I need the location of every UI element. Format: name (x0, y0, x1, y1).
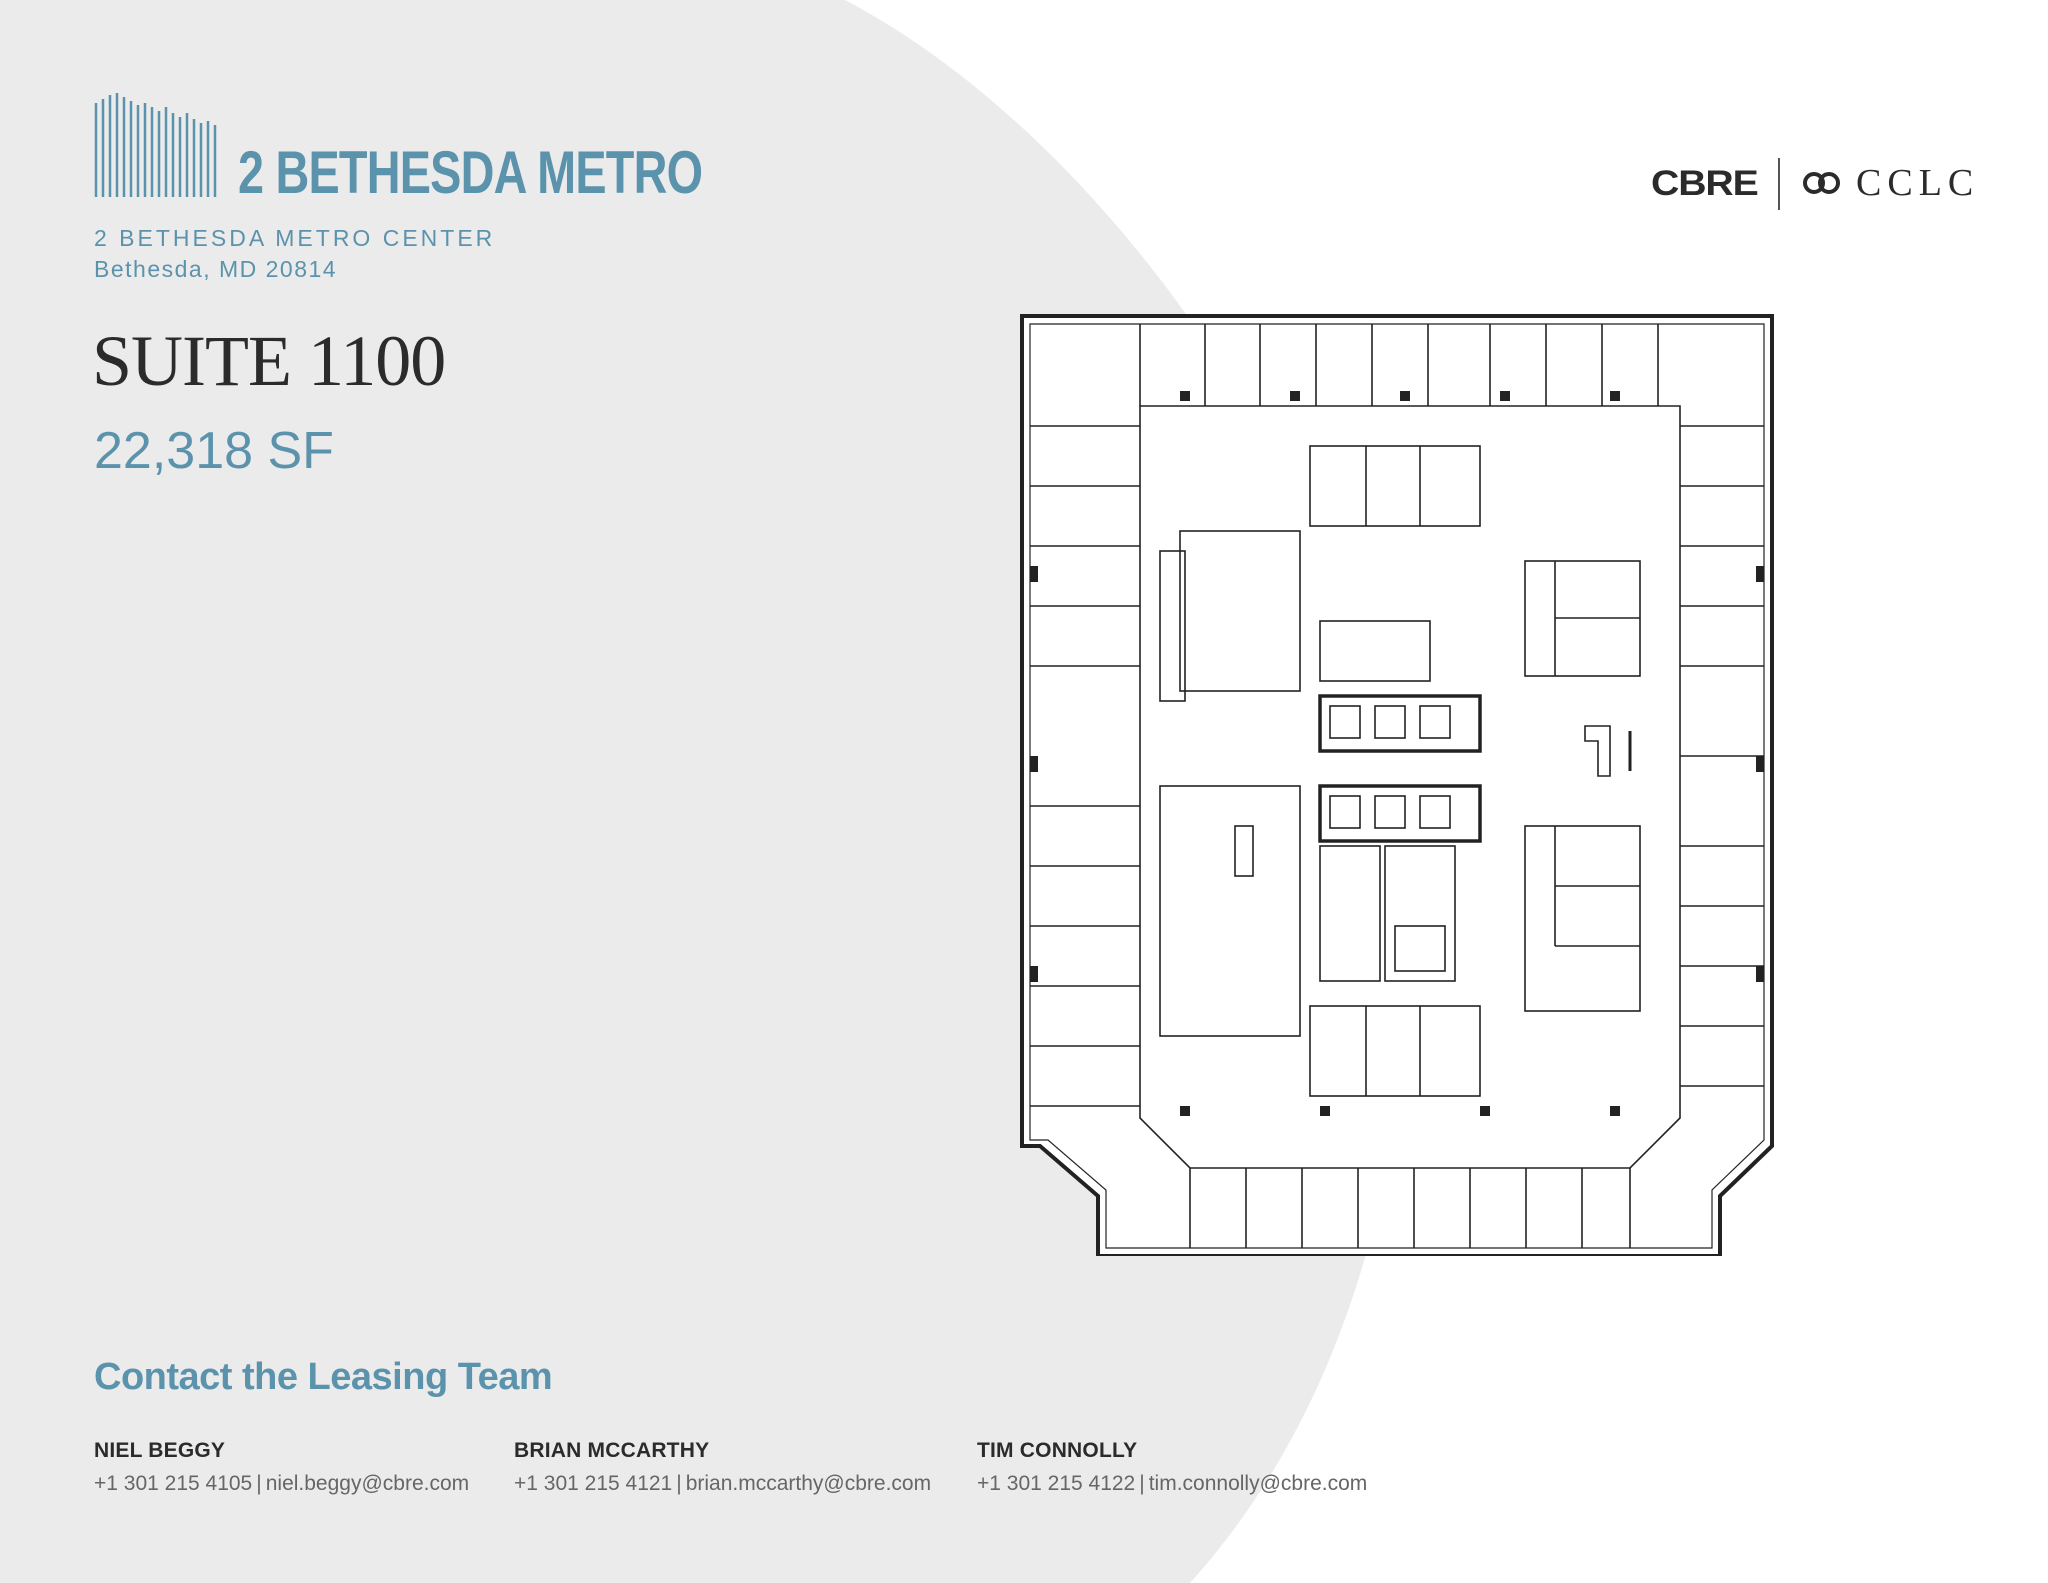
cbre-logo: CBRE (1651, 164, 1759, 203)
contact-phone: +1 301 215 4122 (977, 1472, 1136, 1495)
logo-divider (1778, 158, 1780, 210)
contact-card-niel-beggy: NIEL BEGGY +1 301 215 4105|niel.beggy@cb… (94, 1440, 469, 1494)
suite-title: SUITE 1100 (92, 321, 446, 401)
separator: | (676, 1472, 682, 1495)
contact-heading: Contact the Leasing Team (94, 1356, 553, 1398)
contact-phone: +1 301 215 4105 (94, 1472, 253, 1495)
contact-phone: +1 301 215 4121 (514, 1472, 673, 1495)
separator: | (256, 1472, 262, 1495)
contact-email-link[interactable]: brian.mccarthy@cbre.com (685, 1472, 932, 1495)
cclc-logo: CCLC (1856, 162, 1980, 204)
building-logo-name: 2 BETHESDA METRO (238, 139, 703, 206)
cclc-rings-icon (1803, 172, 1840, 194)
suite-area: 22,318 SF (94, 422, 334, 480)
floor-plan (1020, 314, 1774, 1256)
contact-card-brian-mccarthy: BRIAN MCCARTHY +1 301 215 4121|brian.mcc… (514, 1440, 931, 1494)
address-line-1: 2 BETHESDA METRO CENTER (94, 225, 496, 251)
contact-name: BRIAN MCCARTHY (514, 1439, 710, 1462)
contact-email-link[interactable]: niel.beggy@cbre.com (265, 1472, 470, 1495)
address-line-2: Bethesda, MD 20814 (94, 256, 338, 282)
contact-name: NIEL BEGGY (94, 1439, 226, 1462)
separator: | (1139, 1472, 1145, 1495)
contact-name: TIM CONNOLLY (977, 1439, 1138, 1462)
contact-card-tim-connolly: TIM CONNOLLY +1 301 215 4122|tim.connoll… (977, 1440, 1367, 1494)
building-logo-icon (94, 93, 217, 197)
contact-email-link[interactable]: tim.connolly@cbre.com (1148, 1472, 1368, 1495)
